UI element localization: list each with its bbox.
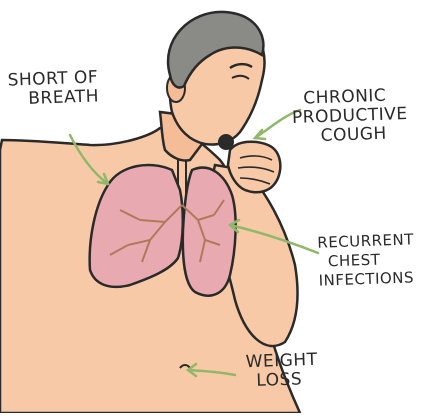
- label-line: LOSS: [246, 370, 319, 391]
- label-line: RECURRENT: [317, 230, 414, 252]
- label-line: COUGH: [292, 124, 408, 147]
- label-line: INFECTIONS: [318, 268, 415, 290]
- right-lung-shape: [183, 168, 236, 296]
- label-short-of-breath: SHORT OF BREATH: [7, 68, 99, 109]
- label-chronic-productive-cough: CHRONIC PRODUCTIVE COUGH: [291, 86, 409, 147]
- label-line: BREATH: [8, 87, 99, 109]
- label-recurrent-chest-infections: RECURRENT CHEST INFECTIONS: [317, 230, 415, 290]
- label-weight-loss: WEIGHT LOSS: [245, 351, 318, 391]
